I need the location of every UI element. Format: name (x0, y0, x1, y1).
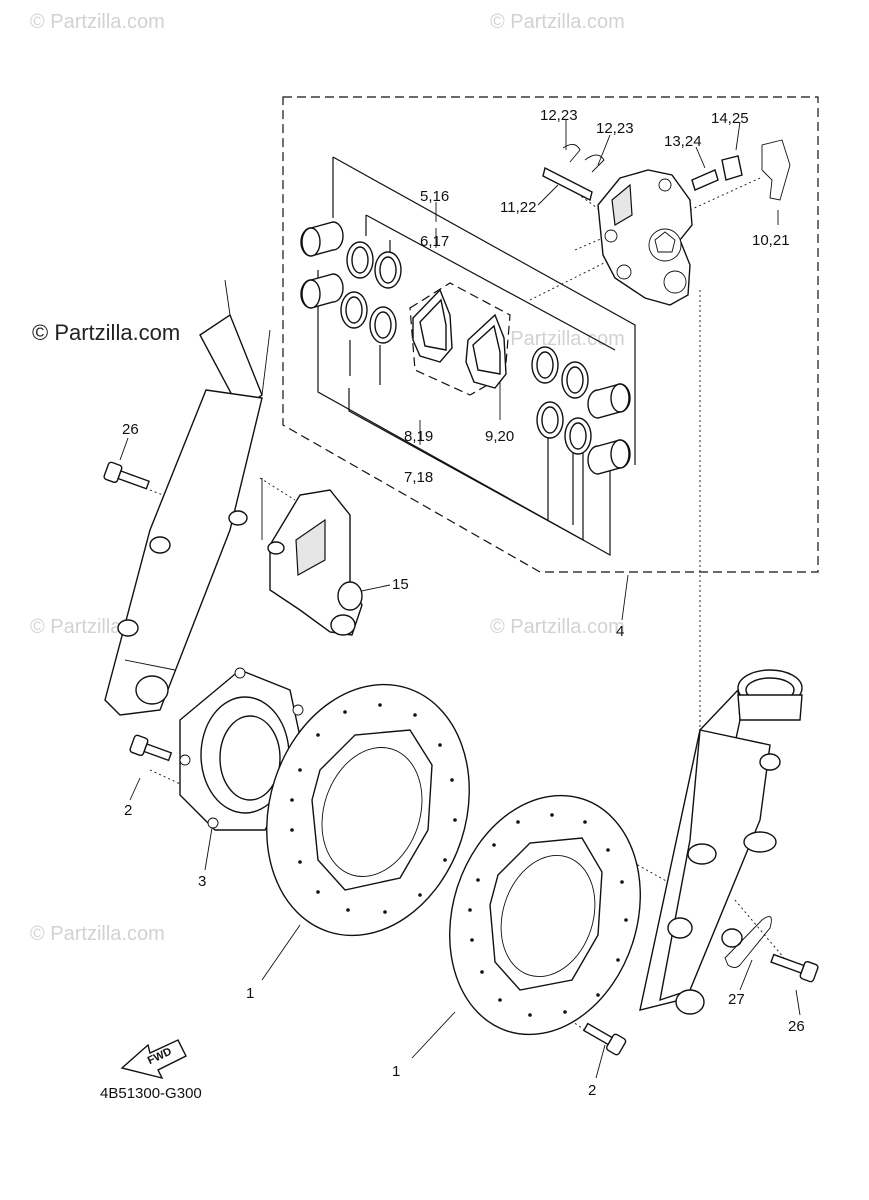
callout-4: 4 (616, 623, 624, 640)
callout-8-19: 8,19 (404, 428, 433, 445)
diagram-code: 4B51300-G300 (100, 1085, 202, 1102)
callout-5-16: 5,16 (420, 188, 449, 205)
caliper-body-top (542, 139, 791, 306)
callout-13-24: 13,24 (664, 133, 702, 150)
caliper-assembly-box (282, 96, 819, 573)
callout-11-22: 11,22 (500, 199, 536, 216)
callout-27: 27 (728, 991, 745, 1008)
callout-2-left: 2 (124, 802, 132, 819)
watermark: © Partzilla.com (490, 328, 625, 350)
bolts (103, 461, 819, 1056)
right-fork-leg (639, 669, 803, 1015)
callout-3: 3 (198, 873, 206, 890)
callout-2-right: 2 (588, 1082, 596, 1099)
piston (587, 383, 631, 419)
brake-disc-left (266, 683, 470, 937)
callout-12-23-a: 12,23 (540, 107, 578, 124)
callout-14-25: 14,25 (711, 110, 749, 127)
piston (300, 273, 344, 309)
callout-7-18: 7,18 (404, 469, 433, 486)
piston (300, 221, 344, 257)
callout-labels: 12,23 12,23 14,25 13,24 11,22 10,21 5,16… (122, 107, 805, 1099)
caliper-15 (261, 478, 363, 636)
callout-26-left: 26 (122, 421, 139, 438)
callout-12-23-b: 12,23 (596, 120, 634, 137)
callout-10-21: 10,21 (752, 232, 790, 249)
seals (340, 241, 592, 455)
left-fork-leg (104, 279, 271, 716)
bolt-26-left (103, 461, 150, 490)
watermark: © Partzilla.com (490, 11, 625, 33)
fwd-arrow: FWD (120, 1039, 187, 1080)
watermark: © Partzilla.com (30, 11, 165, 33)
watermark-dark: © Partzilla.com (32, 320, 180, 345)
brake-disc-right (449, 794, 641, 1036)
callout-15: 15 (392, 576, 409, 593)
callout-9-20: 9,20 (485, 428, 514, 445)
bolt-26-right (770, 953, 819, 983)
piston (587, 439, 631, 475)
callout-6-17: 6,17 (420, 233, 449, 250)
brake-pads (412, 288, 507, 389)
callout-26-right: 26 (788, 1018, 805, 1035)
bolt-2-right (582, 1022, 627, 1056)
watermark: © Partzilla.com (490, 616, 625, 638)
watermark: © Partzilla.com (30, 923, 165, 945)
pistons-left (300, 221, 631, 475)
clip-27 (724, 915, 772, 968)
callout-1-left: 1 (246, 985, 254, 1002)
bolt-2-left (129, 734, 173, 762)
callout-1-right: 1 (392, 1063, 400, 1080)
